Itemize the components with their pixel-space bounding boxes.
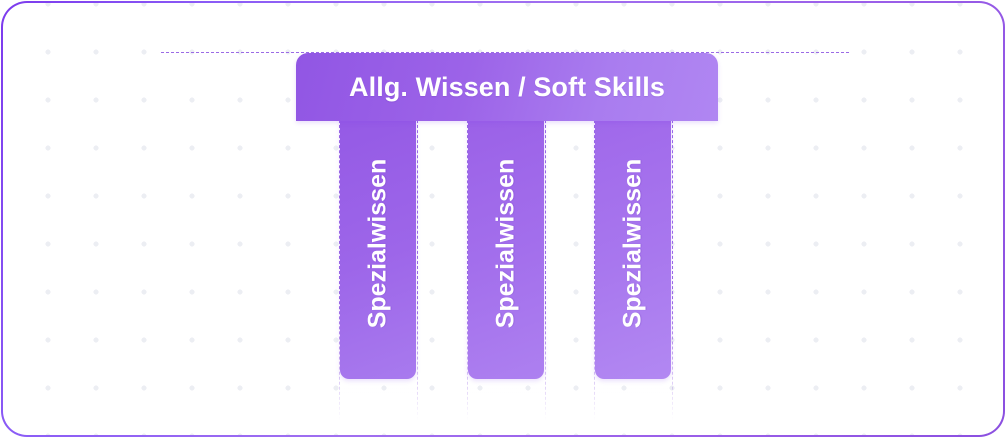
diagram-stage: Spezialwissen Spezialwissen Spezialwisse… [3, 3, 1003, 435]
pillar-label: Spezialwissen [491, 158, 520, 328]
ghost-left-cap [161, 52, 298, 122]
header-bar-allg-wissen-soft-skills[interactable]: Allg. Wissen / Soft Skills [296, 53, 718, 121]
ghost-right-cap [717, 52, 849, 122]
ghost-left-leg [211, 120, 290, 392]
ghost-right-leg [725, 120, 804, 392]
pillar-label: Spezialwissen [363, 158, 392, 328]
header-bar-label: Allg. Wissen / Soft Skills [349, 71, 665, 102]
pillar-label: Spezialwissen [618, 158, 647, 328]
pillar-spezialwissen-2[interactable]: Spezialwissen [468, 107, 544, 379]
pillar-spezialwissen-1[interactable]: Spezialwissen [340, 107, 416, 379]
pillar-spezialwissen-3[interactable]: Spezialwissen [595, 107, 671, 379]
